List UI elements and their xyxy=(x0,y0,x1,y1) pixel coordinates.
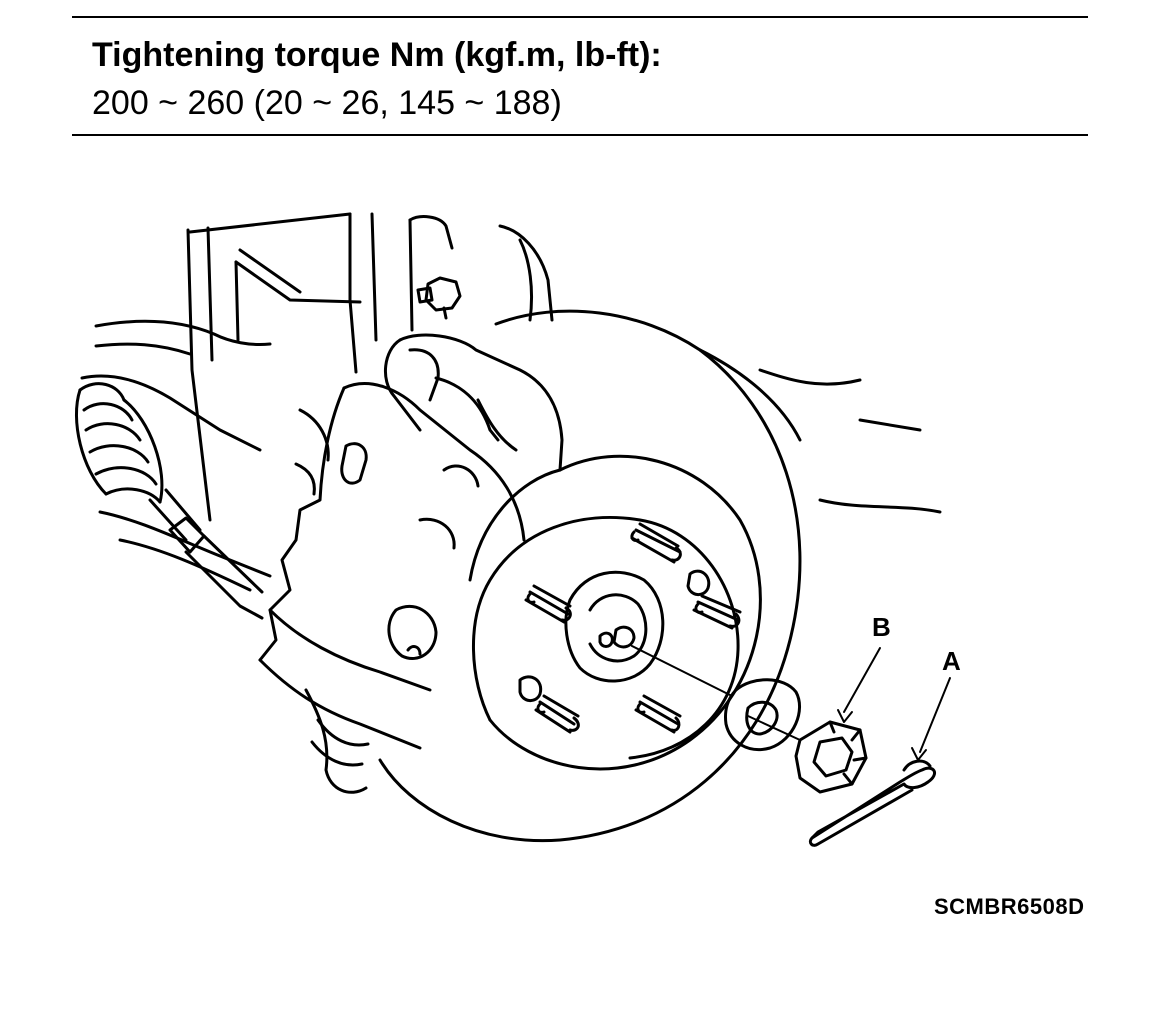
figure-id: SCMBR6508D xyxy=(934,894,1085,919)
cotter-pin xyxy=(808,759,937,847)
strut-assembly xyxy=(186,212,554,522)
leader-line-b xyxy=(843,647,881,713)
strut-bolt xyxy=(416,276,462,320)
torque-spec-title: Tightening torque Nm (kgf.m, lb-ft): xyxy=(92,36,662,74)
brake-disc xyxy=(378,309,942,843)
brake-caliper xyxy=(258,333,564,794)
leader-arrow-b xyxy=(837,709,853,723)
tie-rod-boot xyxy=(75,382,164,504)
leader-line-a xyxy=(919,677,951,753)
wheel-studs xyxy=(524,522,742,734)
lower-control-arm xyxy=(80,319,272,592)
bottom-rule xyxy=(72,134,1088,136)
castle-nut xyxy=(794,720,868,794)
callout-label-b: B xyxy=(872,612,891,642)
washer xyxy=(724,678,802,751)
callout-label-a: A xyxy=(942,646,961,676)
axle-centerline-2 xyxy=(747,715,801,741)
tie-rod xyxy=(148,488,264,620)
torque-spec-value: 200 ~ 260 (20 ~ 26, 145 ~ 188) xyxy=(92,84,562,122)
hub-flange xyxy=(471,516,740,760)
leader-arrow-a xyxy=(911,747,927,761)
top-rule xyxy=(72,16,1088,18)
axle-centerline xyxy=(631,645,733,697)
torque-spec-box: Tightening torque Nm (kgf.m, lb-ft): 200… xyxy=(72,16,1088,136)
